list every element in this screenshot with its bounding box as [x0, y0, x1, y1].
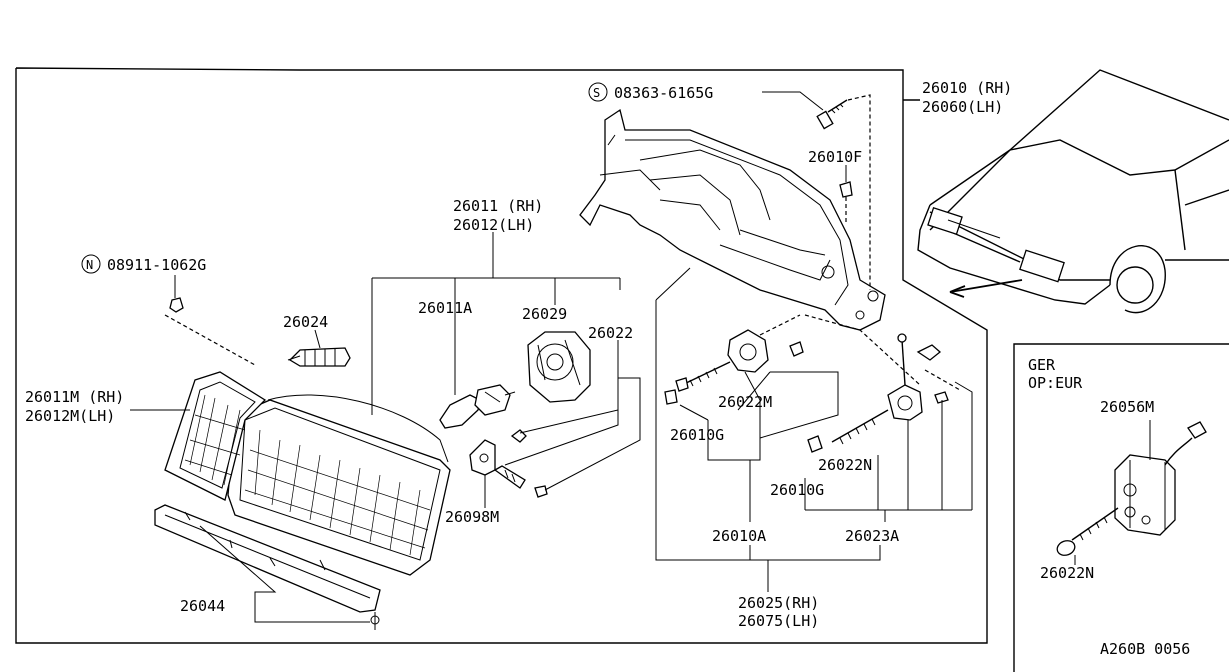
label-bolt-08363: 08363-6165G — [614, 84, 713, 102]
leader-lines — [130, 91, 973, 623]
bracket-26098m — [469, 429, 548, 498]
label-26022n-main: 26022N — [818, 456, 872, 474]
headlamp-lens — [227, 394, 451, 576]
label-26075-lh: 26075(LH) — [738, 612, 819, 630]
label-26022m: 26022M — [718, 393, 772, 411]
label-26098m: 26098M — [445, 508, 499, 526]
label-26012m-lh: 26012M(LH) — [25, 407, 115, 425]
side-marker-lamp — [164, 371, 267, 501]
label-bolt-08363-prefix: S — [593, 86, 600, 100]
main-frame — [15, 67, 988, 644]
label-26011a: 26011A — [418, 299, 472, 317]
vehicle-sketch — [917, 69, 1229, 314]
bolt-08363 — [816, 94, 871, 290]
bulb-26024 — [287, 347, 351, 367]
label-26025-rh: 26025(RH) — [738, 594, 819, 612]
label-26012-lh: 26012(LH) — [453, 216, 534, 234]
label-26010f: 26010F — [808, 148, 862, 166]
label-nut-08911: 08911-1062G — [107, 256, 206, 274]
label-26011m-rh: 26011M (RH) — [25, 388, 124, 406]
label-nut-08911-prefix: N — [86, 258, 93, 272]
bulb-26011a — [439, 384, 516, 429]
label-26010-rh: 26010 (RH) — [922, 79, 1012, 97]
inset-frame — [1013, 343, 1229, 672]
label-drawing-code: A260B 0056 — [1100, 640, 1190, 658]
label-inset-ger: GER — [1028, 356, 1056, 374]
label-26010a: 26010A — [712, 527, 766, 545]
label-26044: 26044 — [180, 597, 225, 615]
label-26023a: 26023A — [845, 527, 899, 545]
adjuster-26022n — [807, 333, 961, 453]
socket-26029 — [527, 331, 591, 403]
label-26022n-inset: 26022N — [1040, 564, 1094, 582]
label-26056m: 26056M — [1100, 398, 1154, 416]
part-labels: S 08363-6165G 26010 (RH) 26060(LH) 26010… — [25, 79, 1190, 658]
nut-08911 — [164, 297, 256, 366]
label-26029: 26029 — [522, 305, 567, 323]
label-inset-op-eur: OP:EUR — [1028, 374, 1083, 392]
label-26060-lh: 26060(LH) — [922, 98, 1003, 116]
headlamp-housing — [579, 108, 886, 331]
label-26011-rh: 26011 (RH) — [453, 197, 543, 215]
label-26022: 26022 — [588, 324, 633, 342]
adjuster-26022m — [664, 314, 921, 405]
label-26010g-lower: 26010G — [770, 481, 824, 499]
clip-26010f — [839, 181, 853, 225]
label-26024: 26024 — [283, 313, 328, 331]
retaining-strip-26044 — [154, 504, 381, 630]
label-26010g-upper: 26010G — [670, 426, 724, 444]
leveling-motor-26056m — [1056, 420, 1207, 565]
